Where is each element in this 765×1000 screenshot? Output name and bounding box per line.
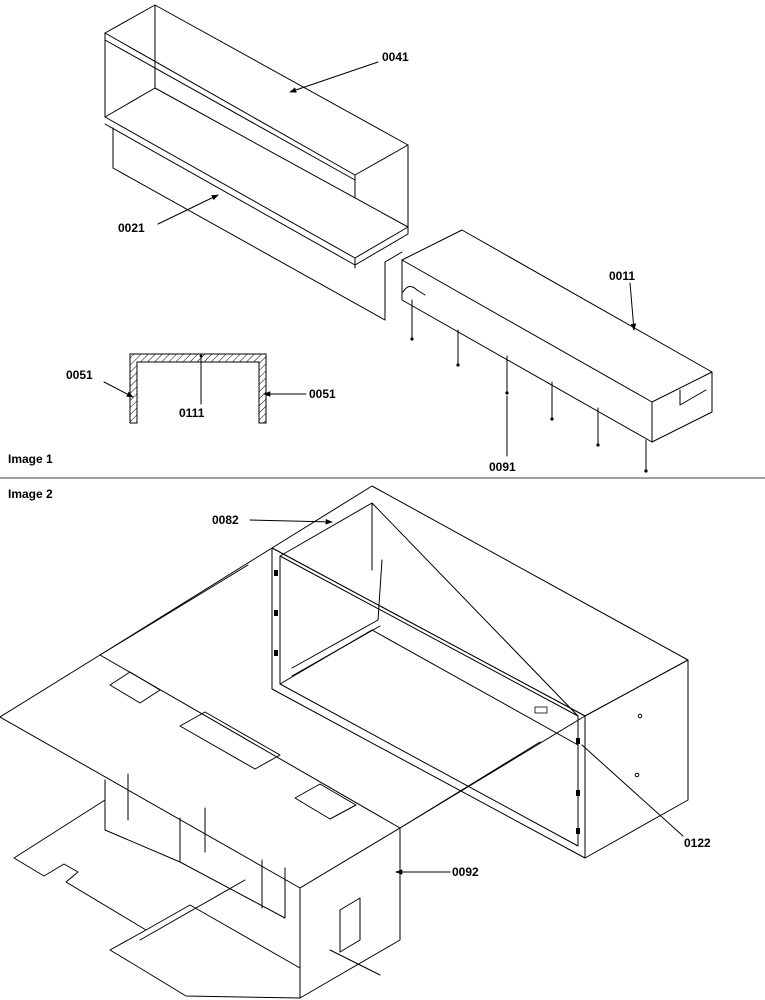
callout-0021: 0021	[118, 221, 145, 235]
screw-set-0091	[410, 299, 648, 473]
extension-line-top	[99, 547, 273, 656]
part-0021-base	[104, 87, 409, 321]
image-1-group: 0041 0021 0011 0051 0111 0051 0091 Image…	[8, 4, 713, 474]
callout-0082: 0082	[212, 513, 239, 527]
leader-0051-left	[103, 381, 134, 398]
section-detail-0051-0111	[129, 353, 267, 424]
leader-0082	[249, 519, 333, 525]
extension-line-front	[399, 715, 586, 829]
callout-0091: 0091	[489, 460, 516, 474]
leader-0011	[629, 282, 637, 331]
clip-set	[274, 570, 580, 834]
leader-0021	[157, 194, 219, 225]
part-0082-wall-sleeve	[271, 485, 689, 859]
callout-0122: 0122	[684, 836, 711, 850]
image-2-group: 0082 0122 0092 Image 2	[0, 485, 711, 999]
callout-0051-right: 0051	[309, 387, 336, 401]
section-title-image-2: Image 2	[8, 487, 53, 501]
callout-0111: 0111	[179, 406, 205, 420]
callout-0011: 0011	[609, 269, 635, 283]
callout-0092: 0092	[452, 865, 479, 879]
callout-0051-left: 0051	[66, 368, 93, 382]
part-0011-rail	[401, 229, 713, 473]
leader-0122	[581, 744, 684, 837]
callout-0041: 0041	[382, 50, 409, 64]
section-title-image-1: Image 1	[8, 452, 53, 466]
leader-0041	[289, 61, 379, 93]
